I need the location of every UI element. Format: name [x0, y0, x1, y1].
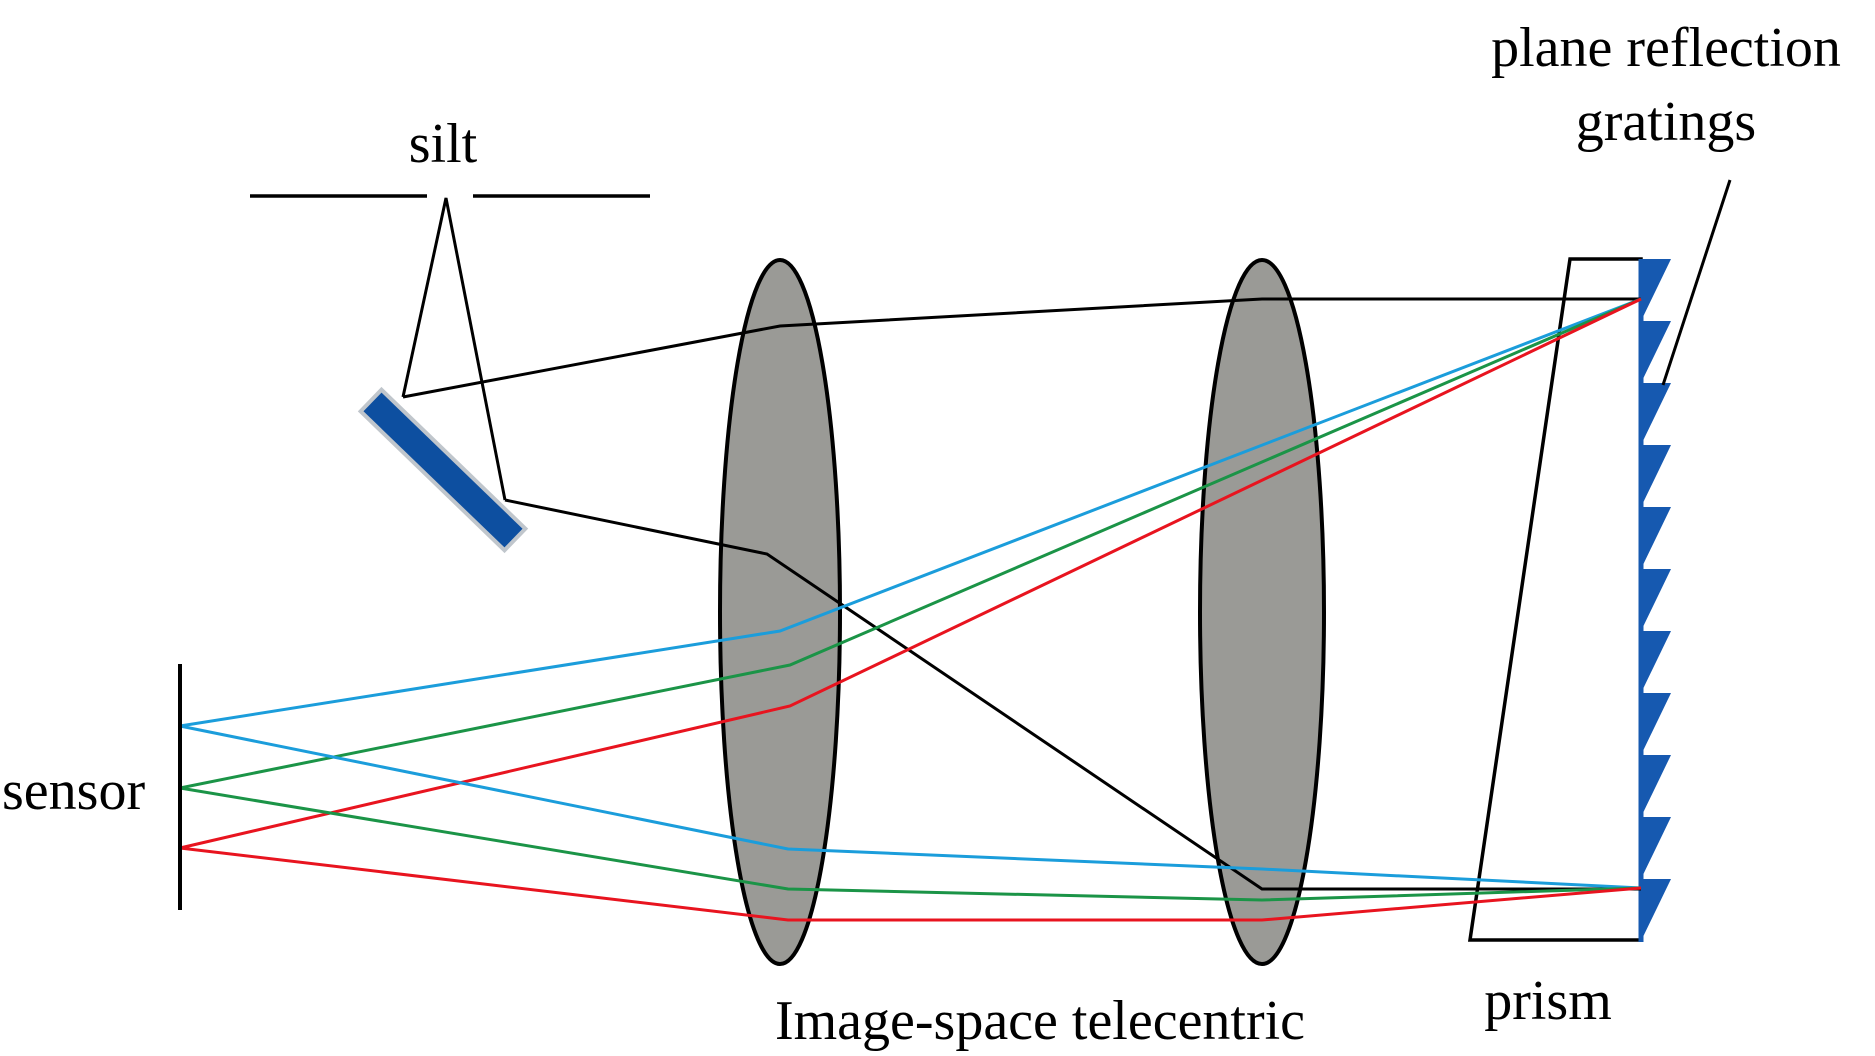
- grating-leader: [1661, 179, 1732, 386]
- green-ray-upper: [179, 297, 1642, 790]
- prism-label: prism: [1484, 970, 1612, 1032]
- grating-tooth: [1641, 693, 1671, 755]
- red-ray-upper: [179, 297, 1642, 850]
- slit-leader: [401, 197, 507, 501]
- red-ray-lower: [179, 846, 1642, 922]
- grating-tooth: [1641, 879, 1671, 941]
- green-ray-lower: [179, 786, 1642, 902]
- grating-tooth: [1641, 817, 1671, 879]
- grating-tooth: [1641, 569, 1671, 631]
- blue-ray-upper: [179, 297, 1642, 728]
- grating-tooth: [1641, 507, 1671, 569]
- grating-tooth: [1641, 383, 1671, 445]
- sensor-label: sensor: [2, 760, 145, 822]
- grating-tooth: [1641, 445, 1671, 507]
- grating-tooth: [1641, 259, 1671, 321]
- grating-label-line2: gratings: [1576, 91, 1756, 153]
- black-ray-lower: [504, 498, 1641, 891]
- grating-tooth: [1641, 631, 1671, 693]
- lens-1: [718, 258, 842, 966]
- lens-2: [1198, 258, 1326, 966]
- grating-tooth: [1641, 321, 1671, 383]
- grating-tooth: [1641, 755, 1671, 817]
- lens-label: Image-space telecentric: [775, 990, 1305, 1052]
- slit-label: silt: [409, 113, 478, 175]
- blue-ray-lower: [179, 724, 1642, 890]
- grating-teeth-icon: [1638, 259, 1671, 942]
- grating-label-line1: plane reflection: [1491, 17, 1841, 79]
- fold-mirror-icon: [357, 386, 529, 554]
- black-ray-upper: [402, 297, 1641, 399]
